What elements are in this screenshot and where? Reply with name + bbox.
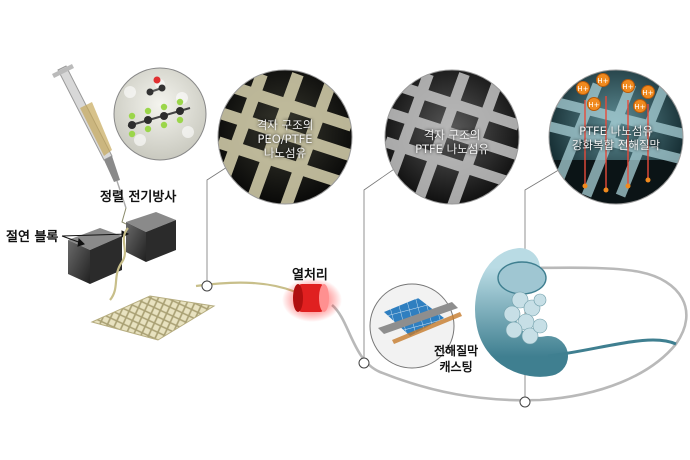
heater: [282, 278, 342, 322]
proton-ion: [621, 79, 635, 93]
composite-circle-text: PTFE 나노섬유 강화복합 전해질막: [556, 124, 676, 152]
composite-membrane-circle: [548, 69, 684, 205]
insulating-block-right: [126, 212, 176, 262]
fiber-strand-processed: [331, 266, 688, 402]
ptfe-circle: [384, 69, 520, 205]
proton-ion-label: H+: [622, 83, 633, 91]
nanofiber-mesh: [90, 295, 216, 341]
proton-ion-label: H+: [642, 89, 653, 97]
proton-arrows: [584, 96, 649, 190]
proton-ion: [596, 73, 610, 87]
proton-ion-label: H+: [597, 77, 608, 85]
ptfe-line1: 격자 구조의: [423, 128, 481, 142]
ptfe-line2: PTFE 나노섬유: [415, 142, 489, 156]
proton-ions: H+H+H+H+H+H+: [576, 73, 655, 113]
peo-ptfe-circle-text: 격자 구조의 PEO/PTFE 나노섬유: [235, 118, 335, 160]
proton-ion: [641, 85, 655, 99]
epoxide-molecule: [146, 76, 166, 96]
proton-ion: [633, 99, 647, 113]
casting-label: 전해질막 캐스팅: [434, 343, 478, 375]
membrane-tube: [475, 248, 677, 377]
insulating-block-label: 절연 블록: [6, 230, 59, 245]
proton-ion-label: H+: [577, 85, 588, 93]
molecule-circle: [113, 67, 207, 161]
ptfe-circle-text: 격자 구조의 PTFE 나노섬유: [397, 128, 507, 156]
peo-ptfe-line2: PEO/PTFE: [257, 132, 313, 146]
proton-ion-label: H+: [588, 101, 599, 109]
proton-ion: [587, 97, 601, 111]
peo-ptfe-line3: 나노섬유: [263, 146, 307, 160]
casting-label-line1: 전해질막: [434, 344, 479, 358]
syringe: [52, 64, 127, 209]
leader-markers: [201, 280, 531, 408]
peo-ptfe-line1: 격자 구조의: [256, 118, 314, 132]
proton-ion: [576, 81, 590, 95]
casting-inset: [369, 283, 462, 369]
composite-line1: PTFE 나노섬유: [579, 124, 653, 138]
electrospinning-label: 정렬 전기방사: [100, 190, 177, 205]
composite-line2: 강화복합 전해질막: [571, 138, 661, 152]
insulating-block-left: [68, 228, 122, 284]
proton-ion-label: H+: [634, 103, 645, 111]
casting-label-line2: 캐스팅: [439, 360, 473, 374]
heat-treatment-label: 열처리: [292, 268, 328, 283]
